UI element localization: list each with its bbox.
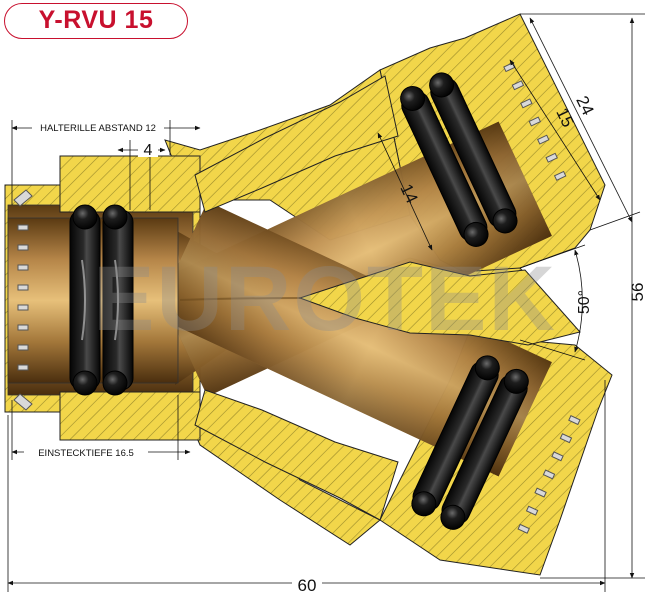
o-ring [474, 355, 500, 381]
o-ring [102, 370, 128, 396]
left-port-seals [13, 189, 134, 411]
o-ring [463, 221, 489, 247]
housing-bottom-left [59, 391, 201, 441]
outer-diameter-dim: 24 [572, 93, 597, 118]
watermark-text: EUROTEK [93, 248, 557, 350]
length-dim: 60 [298, 576, 317, 595]
o-ring [400, 85, 426, 111]
crotch-wedge [298, 261, 581, 346]
halterille-label: HALTERILLE ABSTAND 12 [40, 123, 156, 134]
o-ring [440, 504, 466, 530]
o-ring [72, 204, 98, 230]
o-ring [492, 208, 518, 234]
groove-offset-dim: 4 [144, 142, 153, 159]
product-title: Y-RVU 15 [4, 3, 188, 39]
height-dim: 56 [628, 283, 647, 302]
o-ring [429, 72, 455, 98]
einstecktiefe-label: EINSTECKTIEFE 16.5 [38, 448, 134, 459]
branch-angle-dim: 50° [576, 290, 593, 314]
lower-branch-seals [411, 355, 581, 534]
housing-lower-shoulder [194, 389, 399, 521]
o-ring [102, 204, 128, 230]
o-ring [411, 491, 437, 517]
o-ring [503, 368, 529, 394]
o-ring [72, 370, 98, 396]
